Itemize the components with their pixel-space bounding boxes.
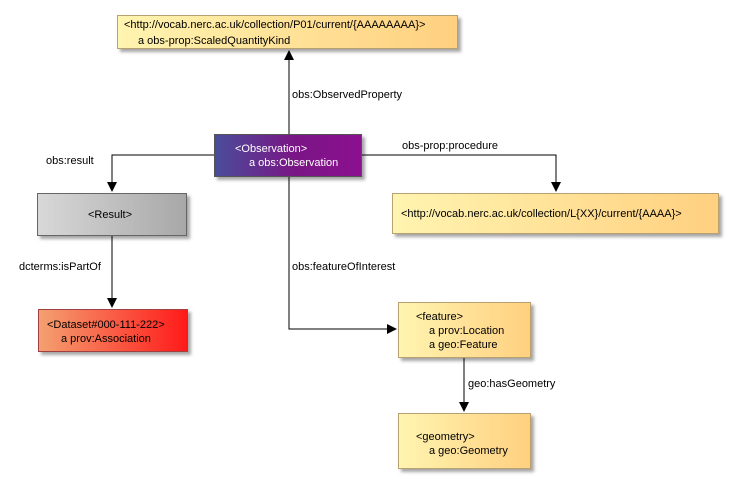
edge-label-result: obs:result: [46, 155, 94, 167]
node-feature: <feature> a prov:Location a geo:Feature: [398, 302, 531, 358]
node-dataset-type: a prov:Association: [61, 333, 151, 345]
node-observation: <Observation> a obs:Observation: [214, 134, 362, 177]
edge-result: [107, 154, 214, 192]
node-observation-type: a obs:Observation: [249, 157, 339, 169]
edge-label-observed-property: obs:ObservedProperty: [292, 89, 403, 101]
node-geometry-name: <geometry>: [416, 431, 475, 443]
node-scaled-quantity-kind-uri: <http://vocab.nerc.ac.uk/collection/P01/…: [124, 19, 426, 31]
edge-label-is-part-of: dcterms:isPartOf: [19, 261, 101, 273]
node-scaled-quantity-kind: <http://vocab.nerc.ac.uk/collection/P01/…: [117, 15, 458, 49]
node-procedure-uri: <http://vocab.nerc.ac.uk/collection/L{XX…: [401, 208, 682, 220]
edge-label-has-geometry: geo:hasGeometry: [468, 378, 556, 390]
edge-label-feature-of-interest: obs:featureOfInterest: [292, 261, 396, 273]
edge-procedure: [362, 154, 561, 192]
node-feature-type-location: a prov:Location: [429, 325, 505, 337]
node-geometry: <geometry> a geo:Geometry: [398, 413, 531, 469]
edge-feature-of-interest: [288, 177, 397, 334]
node-feature-name: <feature>: [416, 311, 464, 323]
node-dataset-name: <Dataset#000-111-222>: [47, 319, 165, 331]
node-observation-name: <Observation>: [235, 143, 308, 155]
edge-label-procedure: obs-prop:procedure: [402, 140, 499, 152]
node-result-name: <Result>: [88, 209, 133, 221]
node-result: <Result>: [37, 193, 187, 236]
node-dataset: <Dataset#000-111-222> a prov:Association: [38, 309, 188, 352]
node-procedure: <http://vocab.nerc.ac.uk/collection/L{XX…: [392, 193, 719, 234]
node-geometry-type: a geo:Geometry: [429, 445, 508, 457]
node-scaled-quantity-kind-type: a obs-prop:ScaledQuantityKind: [138, 35, 291, 47]
node-feature-type-feature: a geo:Feature: [429, 339, 498, 351]
